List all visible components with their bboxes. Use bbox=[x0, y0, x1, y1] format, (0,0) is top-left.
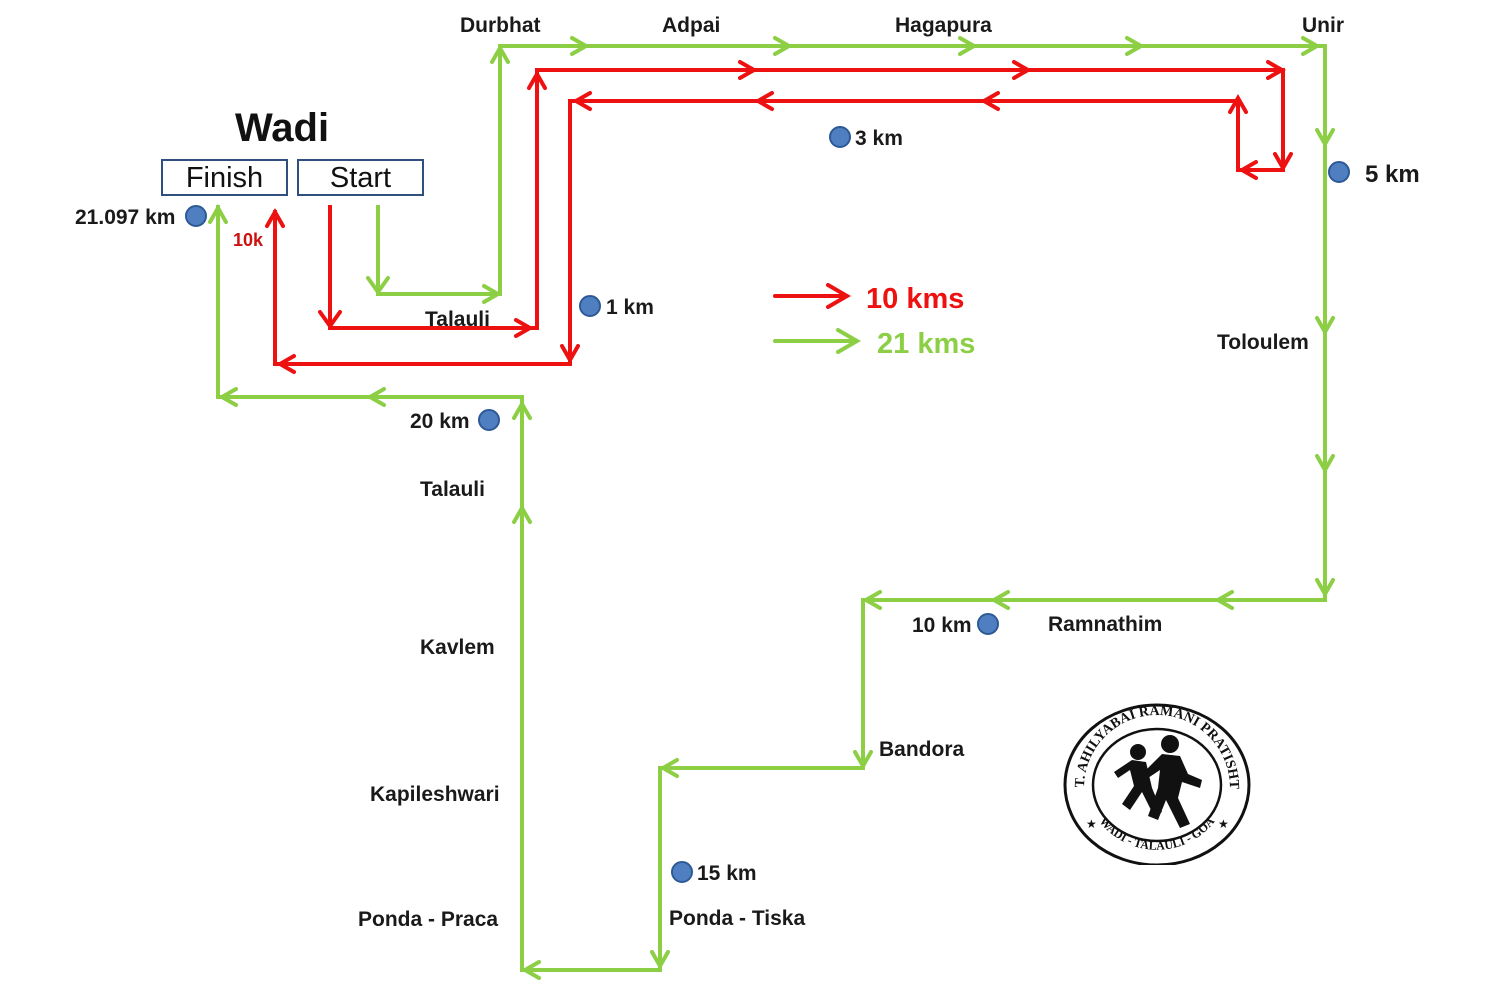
finish-box: Finish bbox=[161, 159, 288, 196]
marker-1km-label: 1 km bbox=[606, 296, 654, 319]
marker-finish-dot bbox=[185, 205, 207, 227]
place-ponda-praca: Ponda - Praca bbox=[358, 908, 499, 931]
place-talauli-bottom: Talauli bbox=[420, 478, 485, 501]
place-ponda-tiska: Ponda - Tiska bbox=[669, 907, 806, 930]
start-box: Start bbox=[297, 159, 424, 196]
marker-10km-dot bbox=[977, 613, 999, 635]
page-title: Wadi bbox=[235, 106, 330, 150]
marker-finish-label: 21.097 km bbox=[75, 206, 176, 229]
legend-red-arrow bbox=[773, 283, 851, 309]
legend-red-label: 10 kms bbox=[866, 283, 965, 315]
place-kavlem: Kavlem bbox=[420, 636, 495, 659]
place-kapileshwari: Kapileshwari bbox=[370, 783, 500, 806]
marker-10km-label: 10 km bbox=[912, 614, 972, 637]
marker-5km-dot bbox=[1328, 161, 1350, 183]
place-unir: Unir bbox=[1302, 14, 1344, 37]
place-ramnathim: Ramnathim bbox=[1048, 613, 1163, 636]
marker-3km-dot bbox=[829, 126, 851, 148]
marker-20km-dot bbox=[478, 409, 500, 431]
route-21k-arrows bbox=[208, 36, 1335, 980]
marker-3km-label: 3 km bbox=[855, 127, 903, 150]
place-bandora: Bandora bbox=[879, 738, 965, 761]
svg-text:★: ★ bbox=[1086, 817, 1097, 831]
route-10k-arrows bbox=[265, 60, 1293, 374]
place-toloulem: Toloulem bbox=[1217, 331, 1309, 354]
legend-green-arrow bbox=[773, 328, 861, 354]
place-adpai: Adpai bbox=[662, 14, 721, 37]
legend-green-label: 21 kms bbox=[877, 328, 976, 360]
place-hagapura: Hagapura bbox=[895, 14, 992, 37]
tenk-tag: 10k bbox=[233, 230, 264, 250]
marker-1km-dot bbox=[579, 295, 601, 317]
route-21k bbox=[216, 44, 1327, 972]
svg-text:★: ★ bbox=[1218, 817, 1229, 831]
organizer-logo: SMT. AHILYABAI RAMANI PRATISHTAN WADI - … bbox=[1062, 700, 1251, 865]
marker-5km-label: 5 km bbox=[1365, 161, 1420, 188]
marker-15km-label: 15 km bbox=[697, 862, 757, 885]
route-10k bbox=[273, 68, 1285, 366]
place-talauli-top: Talauli bbox=[425, 308, 490, 331]
place-durbhat: Durbhat bbox=[460, 14, 541, 37]
marker-20km-label: 20 km bbox=[410, 410, 470, 433]
marker-15km-dot bbox=[671, 861, 693, 883]
runners-emblem-icon bbox=[1114, 735, 1202, 828]
